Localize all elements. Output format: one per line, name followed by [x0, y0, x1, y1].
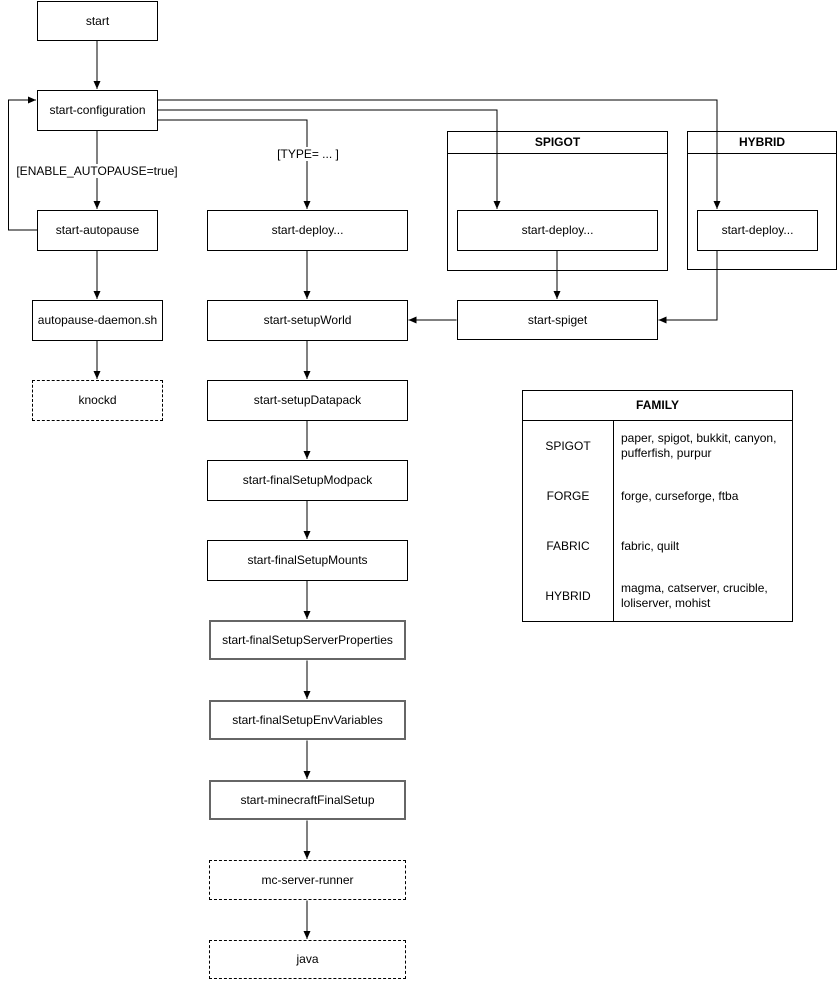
node-start-deploy-hybrid: start-deploy... — [697, 210, 818, 251]
node-start-finalsetupmounts: start-finalSetupMounts — [207, 540, 408, 581]
family-name: HYBRID — [523, 571, 614, 621]
node-start-setupdatapack-label: start-setupDatapack — [253, 393, 362, 408]
family-table-body: SPIGOT paper, spigot, bukkit, canyon, pu… — [523, 421, 792, 621]
node-start-configuration: start-configuration — [37, 90, 158, 131]
family-table-row-forge: FORGE forge, curseforge, ftba — [523, 471, 792, 521]
node-start-deploy-spigot: start-deploy... — [457, 210, 658, 251]
node-start-finalsetupserverproperties: start-finalSetupServerProperties — [209, 620, 406, 660]
node-start: start — [37, 1, 158, 41]
family-table-row-spigot: SPIGOT paper, spigot, bukkit, canyon, pu… — [523, 421, 792, 471]
node-start-autopause: start-autopause — [37, 210, 158, 251]
edge-autopause-loop-to-configuration — [8, 96, 37, 231]
family-table-row-fabric: FABRIC fabric, quilt — [523, 521, 792, 571]
family-members: forge, curseforge, ftba — [621, 488, 739, 503]
node-knockd: knockd — [32, 380, 163, 421]
node-start-minecraftfinalsetup: start-minecraftFinalSetup — [209, 780, 406, 820]
edge-label-enable-autopause: [ENABLE_AUTOPAUSE=true] — [14, 164, 180, 178]
node-start-finalsetupmounts-label: start-finalSetupMounts — [247, 553, 368, 568]
node-start-deploy-spigot-label: start-deploy... — [521, 223, 594, 238]
node-start-deploy-hybrid-label: start-deploy... — [721, 223, 794, 238]
edge-label-type: [TYPE= ... ] — [275, 147, 341, 161]
node-mc-server-runner-label: mc-server-runner — [261, 872, 354, 887]
node-start-label: start — [85, 13, 110, 28]
family-members: fabric, quilt — [621, 538, 680, 553]
node-start-spiget-label: start-spiget — [527, 312, 588, 327]
family-table: FAMILY SPIGOT paper, spigot, bukkit, can… — [522, 390, 793, 622]
node-mc-server-runner: mc-server-runner — [209, 860, 406, 900]
node-autopause-daemon-label: autopause-daemon.sh — [37, 313, 158, 328]
node-start-autopause-label: start-autopause — [55, 223, 140, 238]
node-start-setupworld: start-setupWorld — [207, 300, 408, 341]
edge-configuration-to-deploy-spigot — [157, 109, 501, 209]
group-hybrid-title: HYBRID — [688, 132, 836, 154]
edge-configuration-to-deploy-main — [157, 119, 311, 209]
node-java-label: java — [296, 952, 319, 967]
node-start-spiget: start-spiget — [457, 300, 658, 340]
edge-configuration-to-deploy-hybrid — [157, 99, 721, 209]
node-knockd-label: knockd — [78, 393, 117, 408]
node-start-setupdatapack: start-setupDatapack — [207, 380, 408, 421]
group-hybrid: HYBRID — [687, 131, 837, 270]
node-start-finalsetupenvvariables: start-finalSetupEnvVariables — [209, 700, 406, 740]
node-start-deploy-main-label: start-deploy... — [271, 223, 344, 238]
family-name: SPIGOT — [523, 421, 614, 471]
family-members: magma, catserver, crucible, loliserver, … — [621, 581, 768, 610]
node-start-finalsetupmodpack-label: start-finalSetupModpack — [242, 473, 373, 488]
node-start-setupworld-label: start-setupWorld — [263, 313, 352, 328]
node-start-finalsetupenvvariables-label: start-finalSetupEnvVariables — [232, 712, 383, 727]
node-start-minecraftfinalsetup-label: start-minecraftFinalSetup — [240, 792, 375, 807]
node-start-finalsetupmodpack: start-finalSetupModpack — [207, 460, 408, 501]
group-spigot-title: SPIGOT — [448, 132, 667, 154]
family-name: FABRIC — [523, 521, 614, 571]
node-start-configuration-label: start-configuration — [49, 103, 146, 118]
family-table-title: FAMILY — [523, 391, 792, 421]
node-start-deploy-main: start-deploy... — [207, 210, 408, 251]
family-members: paper, spigot, bukkit, canyon, pufferfis… — [621, 431, 777, 460]
node-start-finalsetupserverproperties-label: start-finalSetupServerProperties — [222, 632, 393, 647]
node-java: java — [209, 940, 406, 979]
group-spigot: SPIGOT — [447, 131, 668, 271]
family-table-row-hybrid: HYBRID magma, catserver, crucible, lolis… — [523, 571, 792, 621]
node-autopause-daemon: autopause-daemon.sh — [32, 300, 163, 341]
edge-hybriddeploy-to-spiget — [658, 250, 718, 324]
family-name: FORGE — [523, 471, 614, 521]
